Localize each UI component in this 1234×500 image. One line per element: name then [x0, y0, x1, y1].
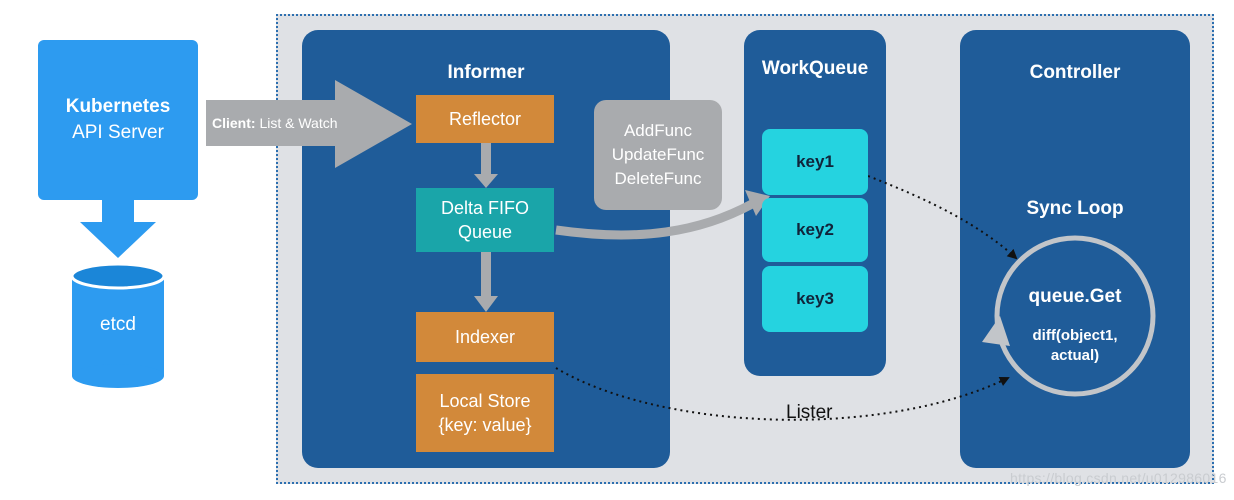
indexer-box: Indexer — [416, 312, 554, 362]
api-to-etcd-arrow — [80, 200, 156, 258]
sync-loop-title: Sync Loop — [1026, 198, 1124, 219]
fifo-to-workqueue-arrow — [555, 190, 770, 240]
client-label-bold: Client: — [212, 115, 256, 131]
fifo-to-indexer-arrow — [474, 252, 498, 312]
delta-fifo-queue-box: Delta FIFO Queue — [416, 188, 554, 252]
local-store-line1: Local Store — [439, 391, 531, 411]
diff-label: diff(object1, actual) — [997, 326, 1153, 366]
sync-loop-arrowhead — [982, 316, 1010, 346]
event-handlers-box: AddFunc UpdateFunc DeleteFunc — [594, 100, 722, 210]
reflector-box: Reflector — [416, 95, 554, 143]
diff-line1: diff(object1, — [1032, 327, 1118, 344]
diff-line2: actual) — [1050, 347, 1100, 364]
workqueue-key3: key3 — [762, 266, 868, 332]
etcd-cylinder — [70, 262, 166, 388]
reflector-to-fifo-arrow — [474, 143, 498, 188]
delta-fifo-line2: Queue — [457, 222, 513, 242]
key1-to-sync-loop-dotted-arrow — [867, 175, 1018, 260]
client-arrow-label: Client: List & Watch — [212, 115, 338, 131]
workqueue-title: WorkQueue — [761, 58, 869, 79]
api-server-title: Kubernetes — [65, 96, 171, 117]
watermark-text: https://blog.csdn.net/u012986016 — [1010, 470, 1227, 486]
handler-delete-func: DeleteFunc — [614, 169, 702, 188]
lister-label: Lister — [786, 402, 833, 423]
client-label-text: List & Watch — [259, 115, 338, 131]
sync-loop-circle — [994, 235, 1156, 397]
handler-update-func: UpdateFunc — [611, 145, 705, 164]
api-server-box: Kubernetes API Server — [38, 40, 198, 200]
local-store-line2: {key: value} — [438, 415, 532, 435]
local-store-box: Local Store {key: value} — [416, 374, 554, 452]
handler-add-func: AddFunc — [623, 121, 693, 140]
delta-fifo-line1: Delta FIFO — [440, 198, 529, 218]
workqueue-key1: key1 — [762, 129, 868, 195]
queue-get-label: queue.Get — [1028, 286, 1122, 307]
client-list-watch-arrow — [206, 80, 412, 168]
controller-title: Controller — [1029, 62, 1121, 83]
etcd-label: etcd — [100, 314, 136, 335]
informer-title: Informer — [447, 62, 525, 83]
api-server-subtitle: API Server — [72, 122, 164, 143]
lister-dotted-arrow — [555, 367, 1010, 421]
workqueue-key2: key2 — [762, 198, 868, 262]
